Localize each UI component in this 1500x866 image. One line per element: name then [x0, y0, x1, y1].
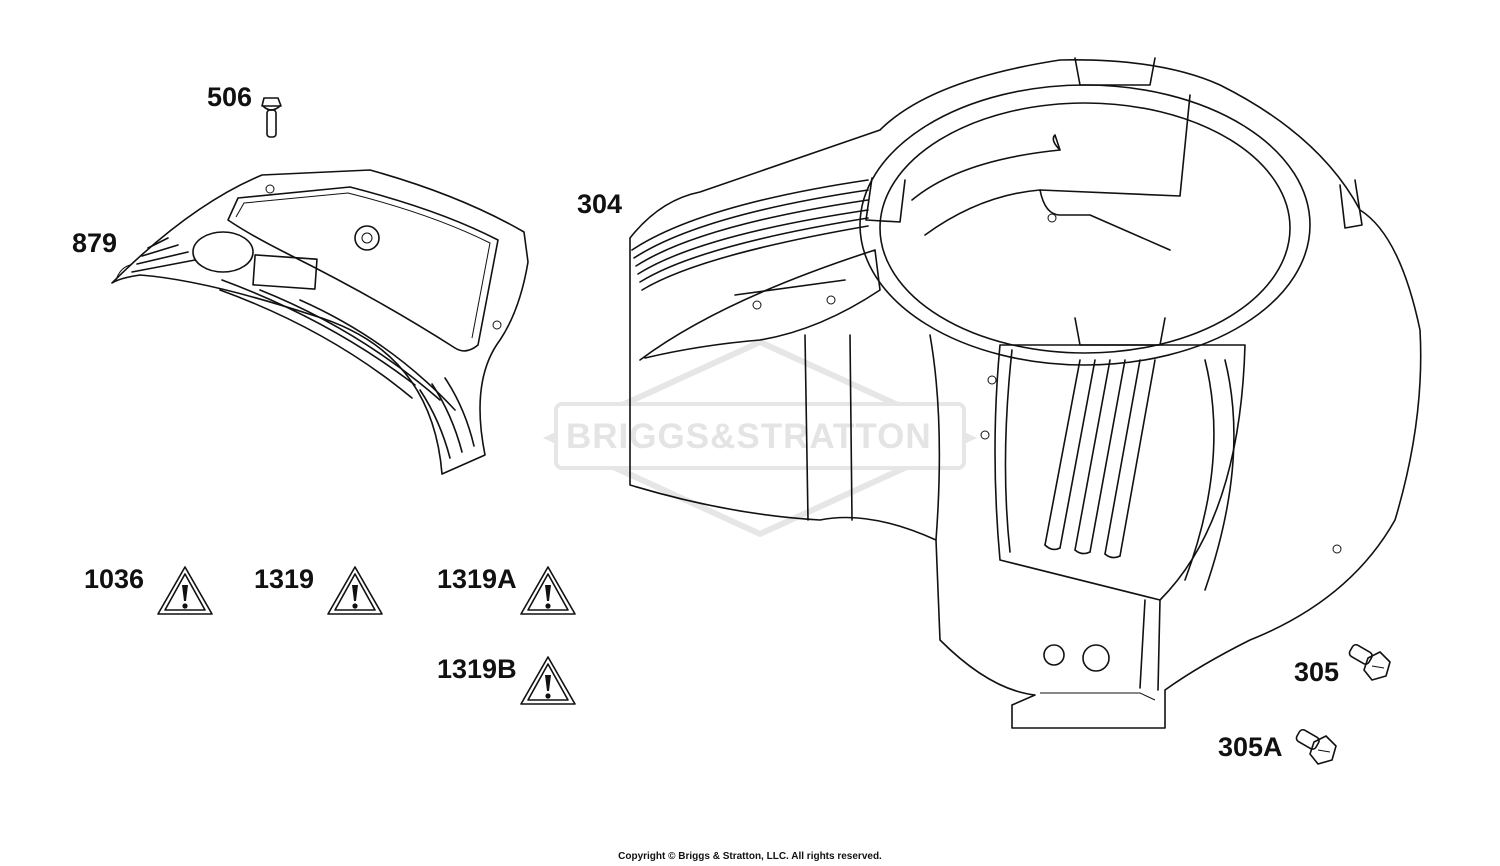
part-label-1319B[interactable]: 1319B	[437, 654, 517, 684]
cover-879-drawing[interactable]	[111, 169, 529, 475]
part-label-1319[interactable]: 1319	[254, 564, 315, 594]
part-label-304[interactable]: 304	[577, 189, 623, 219]
part-label-1036[interactable]: 1036	[84, 564, 145, 594]
part-label-305A[interactable]: 305A	[1218, 732, 1283, 762]
screw-506-drawing[interactable]	[261, 97, 282, 138]
warning-triangle-icon	[520, 566, 576, 615]
part-label-305[interactable]: 305	[1294, 657, 1340, 687]
part-label-879[interactable]: 879	[72, 228, 118, 258]
bolt-305A-drawing[interactable]	[1295, 728, 1337, 765]
part-label-506[interactable]: 506	[207, 82, 253, 112]
warning-triangle-icon	[327, 566, 383, 615]
copyright-notice: Copyright © Briggs & Stratton, LLC. All …	[618, 851, 882, 862]
blower-housing-304-drawing[interactable]	[629, 57, 1422, 729]
warning-triangle-icon	[157, 566, 213, 615]
warning-triangle-icon	[520, 656, 576, 705]
watermark-text: BRIGGS&STRATTON	[566, 417, 932, 456]
bolt-305-drawing[interactable]	[1348, 643, 1391, 681]
part-label-1319A[interactable]: 1319A	[437, 564, 517, 594]
